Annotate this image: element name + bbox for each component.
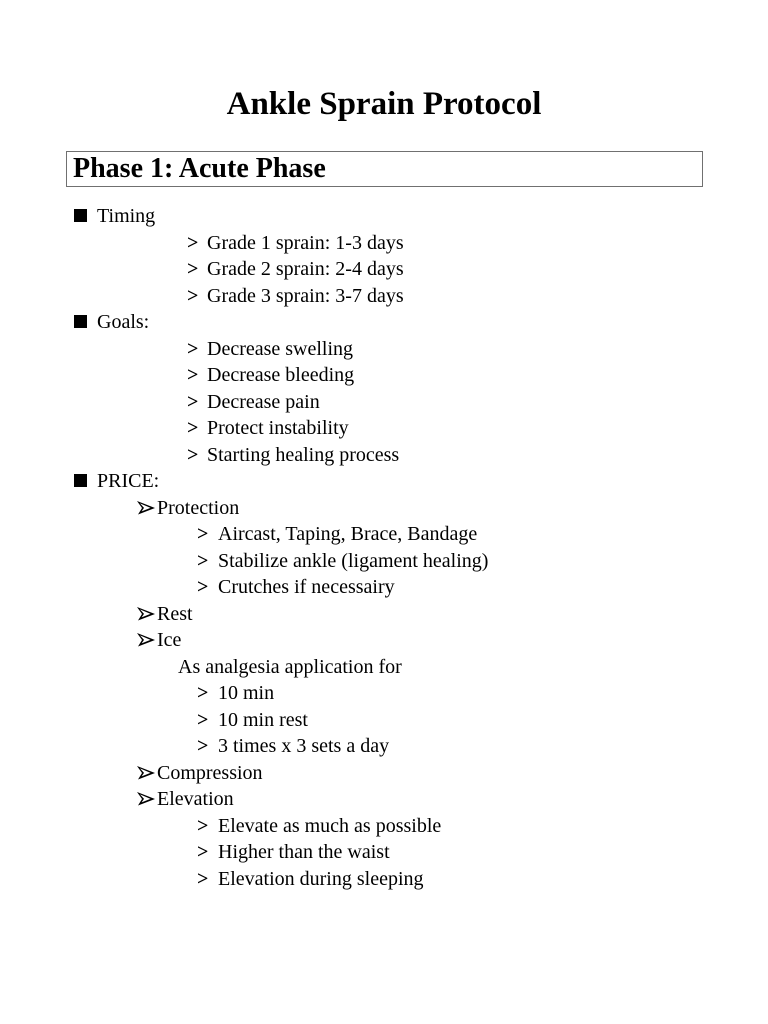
square-bullet-icon	[74, 209, 87, 222]
gt-bullet-icon: >	[197, 867, 209, 890]
list-item-text: Goals:	[97, 311, 150, 333]
list-item-text: Decrease swelling	[207, 337, 354, 360]
gt-bullet-icon: >	[187, 390, 199, 413]
list-item-text: Decrease bleeding	[207, 364, 355, 386]
gt-bullet-icon: >	[197, 576, 209, 598]
square-bullet-icon	[74, 315, 87, 328]
list-item-text: Higher than the waist	[218, 841, 390, 863]
phase-heading-box: Phase 1: Acute Phase	[66, 151, 703, 187]
gt-bullet-icon: >	[197, 735, 209, 757]
square-bullet-icon	[74, 474, 87, 487]
list-item: >10 min	[0, 680, 768, 707]
gt-bullet-icon: >	[187, 417, 199, 439]
gt-bullet-icon: >	[197, 814, 209, 837]
gt-bullet-icon: >	[197, 523, 209, 545]
list-item: Ice	[0, 627, 768, 654]
arrowhead-bullet-icon	[137, 786, 155, 813]
gt-bullet-icon: >	[187, 284, 199, 307]
gt-bullet-icon: >	[197, 682, 209, 704]
list-item-text: Crutches if necessairy	[218, 576, 395, 598]
list-item: > Grade 1 sprain: 1-3 days	[0, 230, 768, 257]
list-item-text: Grade 2 sprain: 2-4 days	[207, 258, 404, 280]
list-item-text: 10 min	[218, 682, 275, 704]
list-item-text: Stabilize ankle (ligament healing)	[218, 549, 489, 572]
gt-bullet-icon: >	[187, 231, 199, 254]
list-item-text: Starting healing process	[207, 443, 400, 466]
list-item: > Starting healing process	[0, 442, 768, 469]
list-item: Timing	[0, 203, 768, 230]
list-item: > Elevate as much as possible	[0, 813, 768, 840]
list-item: > Grade 3 sprain: 3-7 days	[0, 283, 768, 310]
list-item: > Crutches if necessairy	[0, 574, 768, 601]
list-item: PRICE:	[0, 468, 768, 495]
phase-heading: Phase 1: Acute Phase	[73, 153, 326, 184]
gt-bullet-icon: >	[197, 841, 209, 863]
gt-bullet-icon: >	[187, 337, 199, 360]
list-item-text: Rest	[157, 602, 193, 625]
list-item-text: Elevation during sleeping	[218, 867, 424, 890]
arrowhead-bullet-icon	[137, 495, 155, 522]
document-title: Ankle Sprain Protocol	[226, 86, 542, 122]
list-item: Goals:	[0, 309, 768, 336]
list-item: > Stabilize ankle (ligament healing)	[0, 548, 768, 575]
list-item: Protection	[0, 495, 768, 522]
list-item: >10 min rest	[0, 707, 768, 734]
list-item-text: Timing	[97, 205, 156, 227]
list-item: > Decrease bleeding	[0, 362, 768, 389]
list-item-text: Elevation	[157, 788, 234, 810]
list-item: > Elevation during sleeping	[0, 866, 768, 893]
arrowhead-bullet-icon	[137, 760, 155, 787]
gt-bullet-icon: >	[187, 364, 199, 386]
list-item: Compression	[0, 760, 768, 787]
list-item-text: Elevate as much as possible	[218, 814, 442, 837]
gt-bullet-icon: >	[197, 708, 209, 731]
arrowhead-bullet-icon	[137, 627, 155, 654]
list-item-text: Grade 3 sprain: 3-7 days	[207, 284, 404, 307]
list-item-text: Grade 1 sprain: 1-3 days	[207, 231, 404, 254]
gt-bullet-icon: >	[187, 443, 199, 466]
list-item: Elevation	[0, 786, 768, 813]
gt-bullet-icon: >	[187, 258, 199, 280]
list-item-text: PRICE:	[97, 470, 160, 492]
list-item-text: Protection	[157, 496, 240, 519]
gt-bullet-icon: >	[197, 549, 209, 572]
arrowhead-bullet-icon	[137, 601, 155, 628]
list-item-text: 3 times x 3 sets a day	[218, 735, 390, 757]
list-item: > Decrease pain	[0, 389, 768, 416]
list-item: > Aircast, Taping, Brace, Bandage	[0, 521, 768, 548]
list-item-text: As analgesia application for	[178, 655, 402, 678]
list-item-text: Ice	[157, 629, 182, 651]
list-item: > Grade 2 sprain: 2-4 days	[0, 256, 768, 283]
list-item: > Higher than the waist	[0, 839, 768, 866]
list-item-text: Protect instability	[207, 417, 349, 439]
list-item: > Protect instability	[0, 415, 768, 442]
protocol-list: Timing > Grade 1 sprain: 1-3 days > Grade 2 …	[0, 203, 768, 892]
list-item: As analgesia application for	[0, 654, 768, 681]
list-item: > Decrease swelling	[0, 336, 768, 363]
list-item: Rest	[0, 601, 768, 628]
list-item-text: 10 min rest	[218, 708, 308, 731]
list-item-text: Compression	[157, 761, 263, 784]
list-item-text: Decrease pain	[207, 390, 320, 413]
list-item-text: Aircast, Taping, Brace, Bandage	[218, 523, 478, 545]
list-item: >3 times x 3 sets a day	[0, 733, 768, 760]
